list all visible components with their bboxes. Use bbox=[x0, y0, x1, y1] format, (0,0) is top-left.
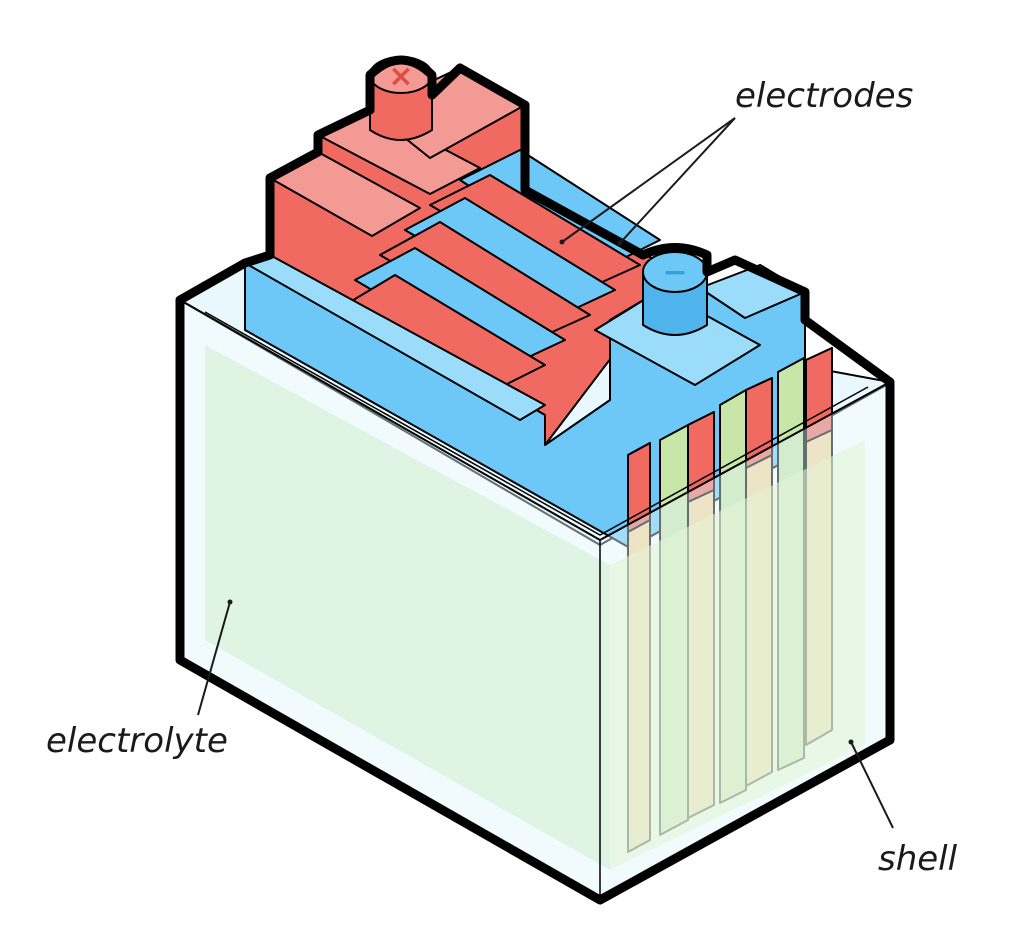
negative-symbol: − bbox=[662, 255, 687, 290]
label-electrodes: electrodes bbox=[735, 76, 913, 116]
battery-shell bbox=[179, 299, 891, 900]
label-shell-group: shell bbox=[848, 739, 958, 879]
leader-electrodes-2 bbox=[619, 117, 736, 244]
label-electrodes-group: electrodes bbox=[559, 76, 913, 246]
leader-electrolyte bbox=[197, 601, 231, 716]
battery-outline bbox=[175, 55, 895, 905]
leader-shell bbox=[850, 741, 894, 829]
negative-terminal: − bbox=[642, 251, 708, 336]
electrolyte bbox=[205, 345, 865, 870]
label-electrolyte: electrolyte bbox=[46, 721, 228, 761]
leader-electrodes-1 bbox=[561, 117, 736, 243]
label-shell: shell bbox=[878, 839, 958, 879]
label-electrolyte-group: electrolyte bbox=[46, 599, 233, 761]
